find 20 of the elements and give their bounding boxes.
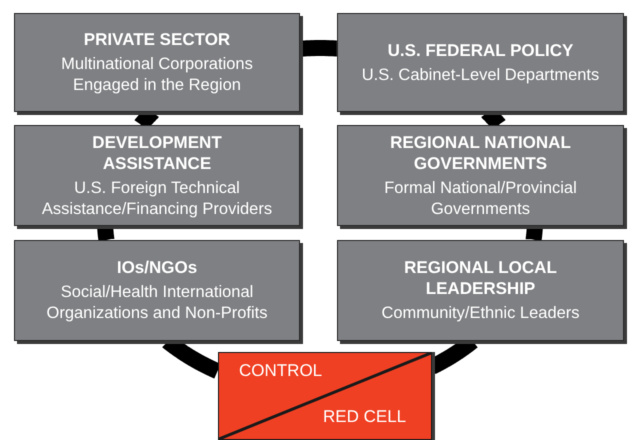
box-heading: DEVELOPMENT ASSISTANCE bbox=[91, 132, 223, 174]
stakeholder-box bbox=[14, 240, 300, 341]
cell-label: RED CELL bbox=[323, 407, 406, 427]
box-description: Community/Ethnic Leaders bbox=[381, 303, 580, 324]
box-description: U.S. Foreign Technical Assistance/Financing Providers bbox=[40, 178, 274, 220]
box-heading: PRIVATE SECTOR bbox=[84, 29, 230, 50]
box-heading: IOs/NGOs bbox=[116, 257, 198, 278]
box-heading: REGIONAL LOCAL LEADERSHIP bbox=[403, 257, 558, 299]
box-heading: U.S. FEDERAL POLICY bbox=[388, 40, 574, 60]
stakeholder-box bbox=[337, 13, 624, 112]
box-description: Social/Health International Organizations and Non-Profits bbox=[45, 282, 269, 324]
box-description: Multinational Corporations Engaged in the Region bbox=[60, 54, 254, 96]
stakeholder-box bbox=[337, 240, 624, 341]
box-description: Formal National/Provincial Governments bbox=[383, 178, 578, 220]
box-description: U.S. Cabinet-Level Departments bbox=[362, 64, 600, 86]
stakeholder-box bbox=[337, 125, 624, 226]
stakeholder-box bbox=[14, 13, 300, 112]
cell-label: CONTROL bbox=[239, 361, 322, 381]
box-heading: REGIONAL NATIONAL GOVERNMENTS bbox=[389, 132, 572, 174]
stakeholder-box bbox=[14, 125, 300, 226]
